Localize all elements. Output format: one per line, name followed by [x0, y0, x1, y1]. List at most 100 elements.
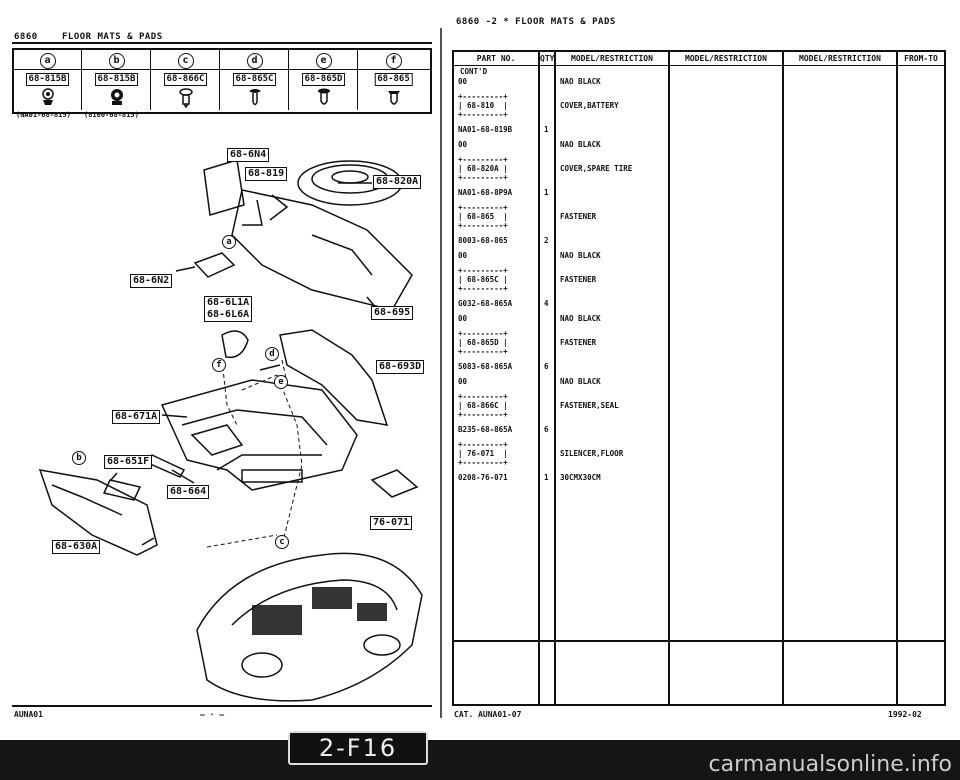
push-rivet-icon [178, 88, 193, 108]
callout-68-630a: 68-630A [52, 540, 101, 554]
row-part-no: +---------+ | 68-865C | +---------+ [458, 266, 508, 293]
right-header-title: 6860 -2 * FLOOR MATS & PADS [456, 17, 616, 27]
legend-letter: e [315, 53, 332, 69]
row-qty: 1 [544, 125, 549, 134]
row-qty: 4 [544, 299, 549, 308]
left-header-title: FLOOR MATS & PADS [62, 32, 163, 42]
col-model-2: MODEL/RESTRICTION [685, 54, 767, 63]
row-description: COVER,BATTERY [560, 101, 619, 110]
row-part-no: 00 [458, 314, 468, 323]
row-description: NAO BLACK [560, 77, 601, 86]
legend-letter: d [246, 53, 263, 69]
row-qty: 6 [544, 425, 549, 434]
clip-icon [41, 88, 54, 105]
row-part-no: +---------+ | 68-865D | +---------+ [458, 329, 508, 356]
col-model-1: MODEL/RESTRICTION [571, 54, 653, 63]
push-pin-icon [248, 89, 261, 106]
left-header-rule [12, 42, 432, 44]
legend-part: 68-815B [94, 73, 139, 86]
row-part-no: +---------+ | 68-820A | +---------+ [458, 155, 508, 182]
marker-c: c [275, 535, 289, 549]
marker-b: b [72, 451, 86, 465]
row-description: NAO BLACK [560, 314, 601, 323]
row-part-no: S083-68-865A [458, 362, 513, 371]
watermark: carmanualsonline.info [708, 752, 952, 777]
legend-col-e: e 68-865D [290, 50, 358, 110]
cont-label: CONT'D [460, 67, 488, 76]
marker-f: f [212, 358, 226, 372]
marker-d: d [265, 347, 279, 361]
callout-68-651f: 68-651F [104, 455, 153, 469]
legend-note-a: (NA01-68-815) [16, 111, 71, 119]
row-part-no: 00 [458, 77, 468, 86]
callout-68-6l1a: 68-6L1A [207, 297, 250, 308]
table-divider [538, 52, 540, 704]
row-description: COVER,SPARE TIRE [560, 164, 633, 173]
row-part-no: 8003-68-865 [458, 236, 508, 245]
row-part-no: 0208-76-071 [458, 473, 508, 482]
callout-68-695: 68-695 [371, 306, 414, 320]
table-divider [782, 52, 784, 704]
legend-col-d: d 68-865C [221, 50, 289, 110]
catalog-code: CAT. AUNA01-07 [454, 710, 522, 719]
bottom-band [0, 740, 960, 780]
legend-col-b: b 68-815B [83, 50, 151, 110]
legend-col-c: c 68-866C [152, 50, 220, 110]
legend-letter: a [39, 53, 56, 69]
row-description: FASTENER [560, 338, 597, 347]
callout-76-071: 76-071 [370, 516, 413, 530]
row-qty: 1 [544, 188, 549, 197]
legend-note-b: (8100-68-815) [84, 111, 139, 119]
col-from-to: FROM-TO [904, 54, 938, 63]
row-description: FASTENER,SEAL [560, 401, 619, 410]
marker-e: e [274, 375, 288, 389]
nut-icon [110, 89, 123, 105]
callout-68-819: 68-819 [245, 167, 288, 181]
row-part-no: 00 [458, 251, 468, 260]
row-part-no: 00 [458, 377, 468, 386]
page-number-label: 2-F16 [288, 731, 428, 765]
table-divider [554, 52, 556, 704]
row-part-no: NA01-68-8P9A [458, 188, 513, 197]
callout-68-664: 68-664 [167, 485, 210, 499]
legend-part: 68-865C [232, 73, 277, 86]
callout-68-820a: 68-820A [373, 175, 422, 189]
left-footer-code: AUNA01 [14, 710, 43, 719]
legend-part: 68-815B [25, 73, 70, 86]
legend-letter: c [177, 53, 194, 69]
legend-letter: f [385, 53, 402, 69]
table-divider [668, 52, 670, 704]
callout-68-6n2: 68-6N2 [130, 274, 173, 288]
callout-68-6n4: 68-6N4 [227, 148, 270, 162]
exploded-diagram: 68-6N4 68-819 68-820A 68-6N2 68-6L1A 68-… [12, 125, 428, 705]
push-pin-icon [387, 91, 400, 105]
legend-col-a: a 68-815B [14, 50, 82, 110]
row-description: FASTENER [560, 212, 597, 221]
row-part-no: 00 [458, 140, 468, 149]
table-divider [896, 52, 898, 704]
legend-part: 68-866C [163, 73, 208, 86]
page-divider [440, 28, 442, 718]
row-part-no: +---------+ | 68-810 | +---------+ [458, 92, 508, 119]
table-bottom-rule [454, 640, 944, 642]
legend-letter: b [108, 53, 125, 69]
row-part-no: +---------+ | 68-866C | +---------+ [458, 392, 508, 419]
row-qty: 1 [544, 473, 549, 482]
row-part-no: +---------+ | 76-071 | +---------+ [458, 440, 508, 467]
catalog-date: 1992-02 [888, 710, 922, 719]
col-model-3: MODEL/RESTRICTION [799, 54, 881, 63]
row-description: NAO BLACK [560, 377, 601, 386]
callout-68-6l1a-6l6a: 68-6L1A 68-6L6A [204, 296, 253, 322]
left-footer-marks: — · — [200, 710, 225, 719]
parts-table-header: PART NO. QTY MODEL/RESTRICTION MODEL/RES… [454, 52, 944, 66]
row-description: NAO BLACK [560, 140, 601, 149]
catalog-page: 6860 FLOOR MATS & PADS 6860 -2 * FLOOR M… [0, 0, 960, 740]
legend-part: 68-865D [301, 73, 346, 86]
row-qty: 2 [544, 236, 549, 245]
callout-68-6l6a: 68-6L6A [207, 309, 250, 320]
callout-68-693d: 68-693D [376, 360, 425, 374]
row-qty: 6 [544, 362, 549, 371]
push-pin-icon [317, 88, 330, 105]
diagram-drawing [38, 159, 423, 702]
row-part-no: B235-68-865A [458, 425, 513, 434]
